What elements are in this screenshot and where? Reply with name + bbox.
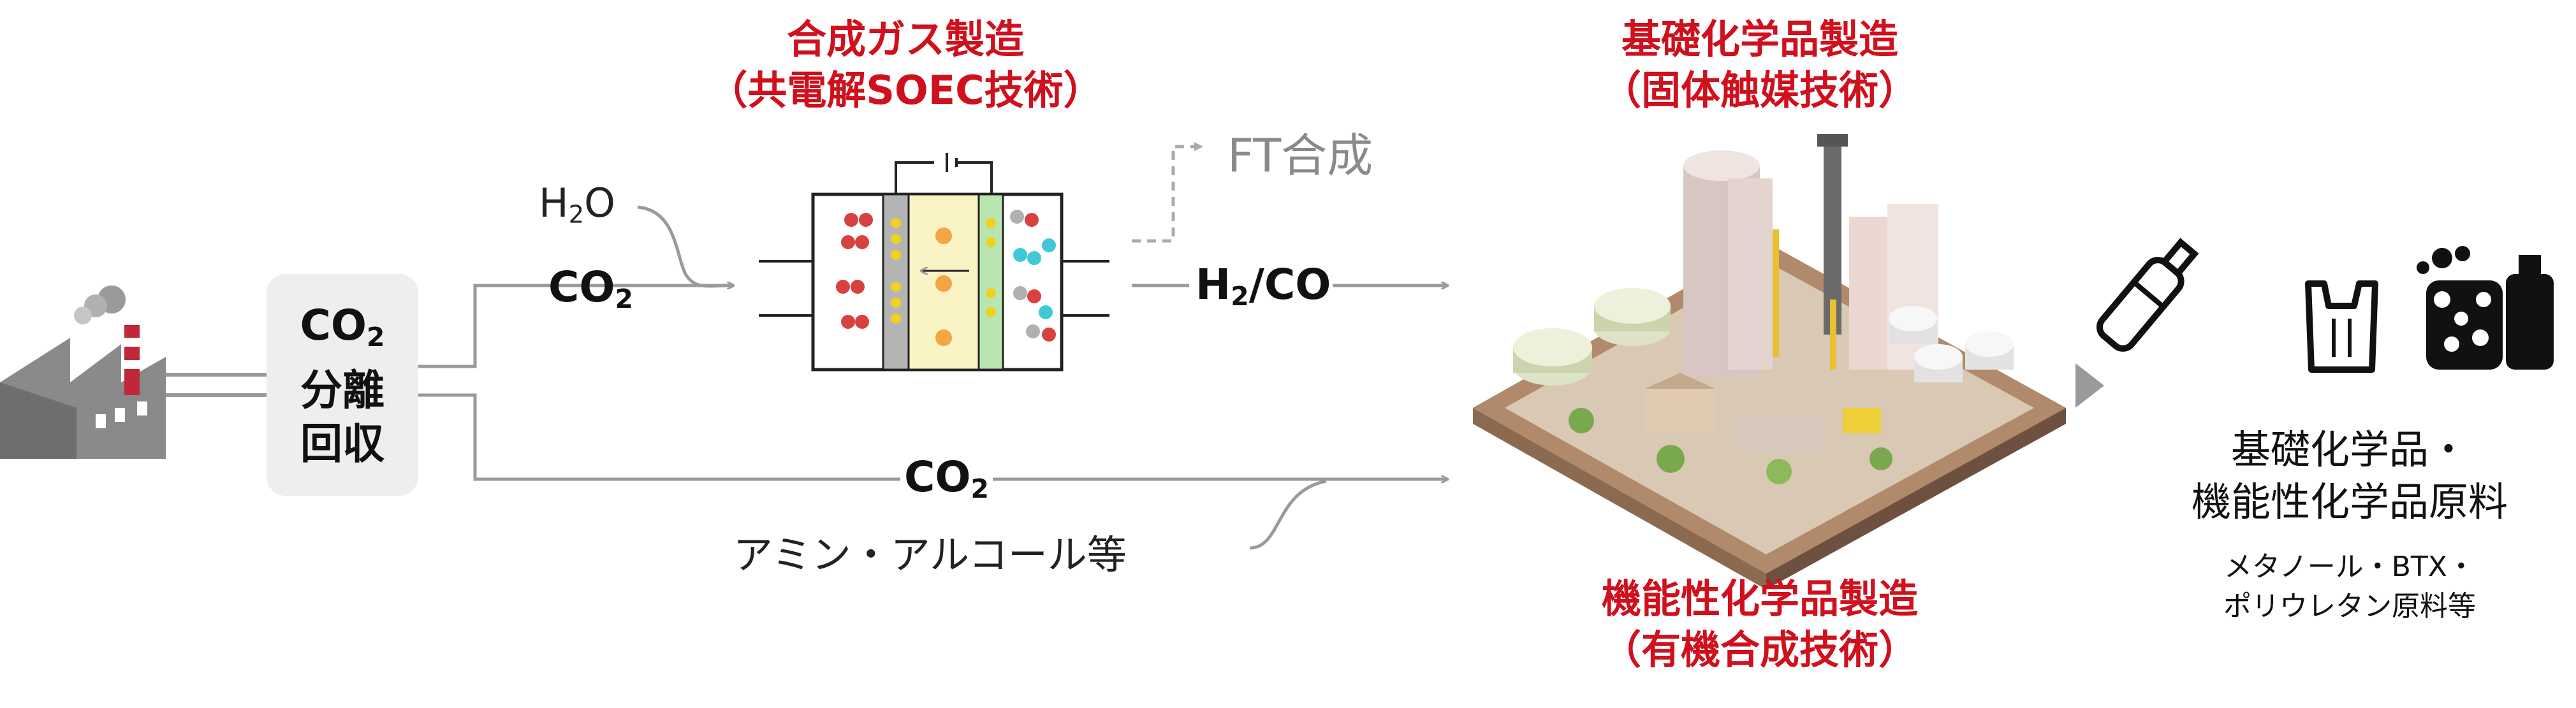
syngas-label: H2/CO [1196,260,1331,312]
soec-cell-illustration [759,153,1109,372]
output-small1: メタノール・BTX・ [2224,551,2475,583]
co2-input-label: CO2 [548,263,634,315]
functional-chem-title: 機能性化学品製造 （有機合成技術） [1530,574,1989,675]
output-block: 基礎化学品・ 機能性化学品原料 メタノール・BTX・ ポリウレタン原料等 [2123,424,2576,626]
factory-icon [0,285,166,459]
soec-title-line2: （共電解SOEC技術） [708,67,1103,113]
output-line2: 機能性化学品原料 [2191,479,2508,525]
separation-line2: 分離 [300,366,384,415]
basic-chem-line1: 基礎化学品製造 [1621,16,1898,62]
separation-line3: 回収 [300,419,384,469]
co2-separation-box: CO2 分離 回収 [267,274,418,496]
sponge-detergent-icon [2417,246,2554,370]
output-line1: 基礎化学品・ [2230,426,2468,473]
separation-co2-label: CO2 [300,300,385,353]
functional-chem-line1: 機能性化学品製造 [1601,575,1918,622]
plastic-bag-icon [2305,280,2378,373]
chemical-plant-illustration [1473,134,2066,589]
output-arrow [2075,363,2104,408]
soec-title-line1: 合成ガス製造 [786,16,1024,62]
bottle-icon [2096,238,2199,352]
basic-chem-title: 基礎化学品製造 （固体触媒技術） [1530,14,1989,116]
ft-synthesis-label: FT合成 [1227,129,1373,182]
h2o-label: H2O [539,180,615,229]
bypass-co2-label: CO2 [900,452,993,505]
absorbent-label: アミン・アルコール等 [733,531,1127,578]
output-small2: ポリウレタン原料等 [2223,590,2476,623]
basic-chem-line2: （固体触媒技術） [1601,67,1918,113]
soec-title: 合成ガス製造 （共電解SOEC技術） [689,14,1122,116]
functional-chem-line2: （有機合成技術） [1601,626,1918,673]
